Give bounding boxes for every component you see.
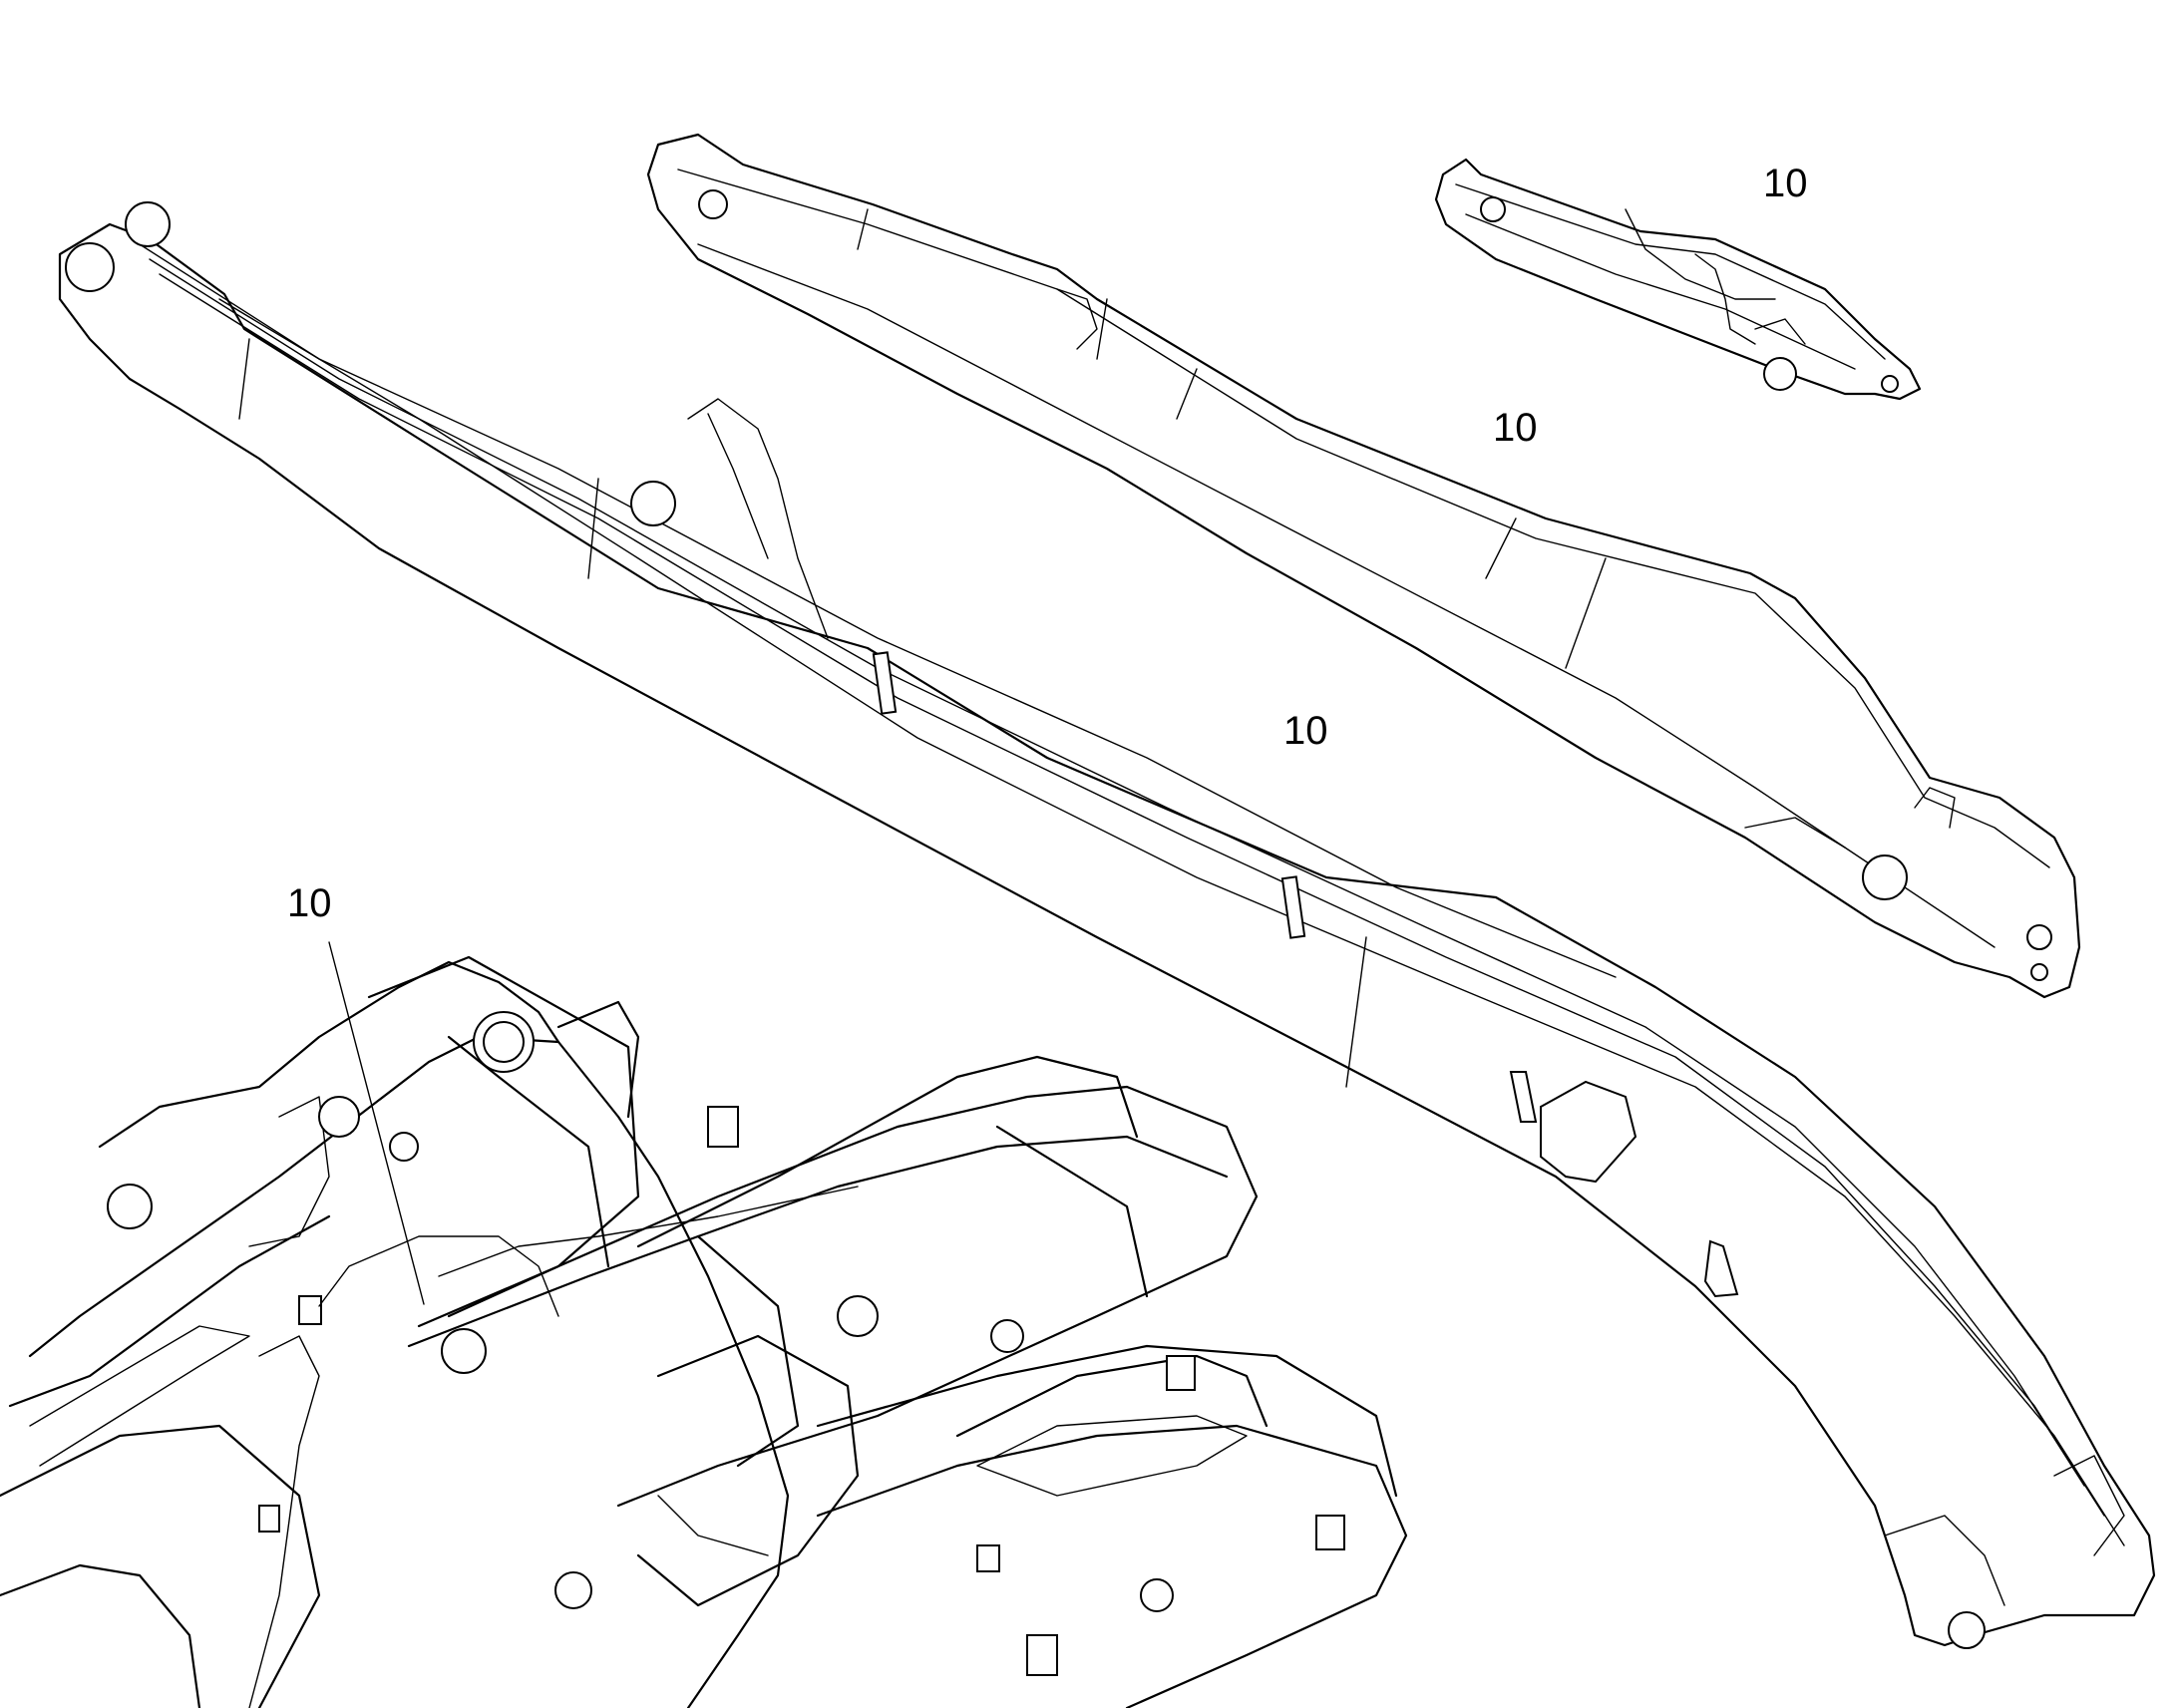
long-arm-assembly — [646, 133, 2081, 999]
callout-boom: 10 — [1283, 709, 1328, 753]
callout-frame: 10 — [287, 881, 332, 925]
callout-arm-long: 10 — [1493, 406, 1538, 450]
callout-arm-short: 10 — [1763, 162, 1808, 205]
callout-frame-leader — [328, 941, 425, 1305]
frame-assembly — [0, 955, 1408, 1708]
boom-assembly — [58, 201, 2156, 1649]
short-arm-assembly — [1434, 158, 1922, 401]
